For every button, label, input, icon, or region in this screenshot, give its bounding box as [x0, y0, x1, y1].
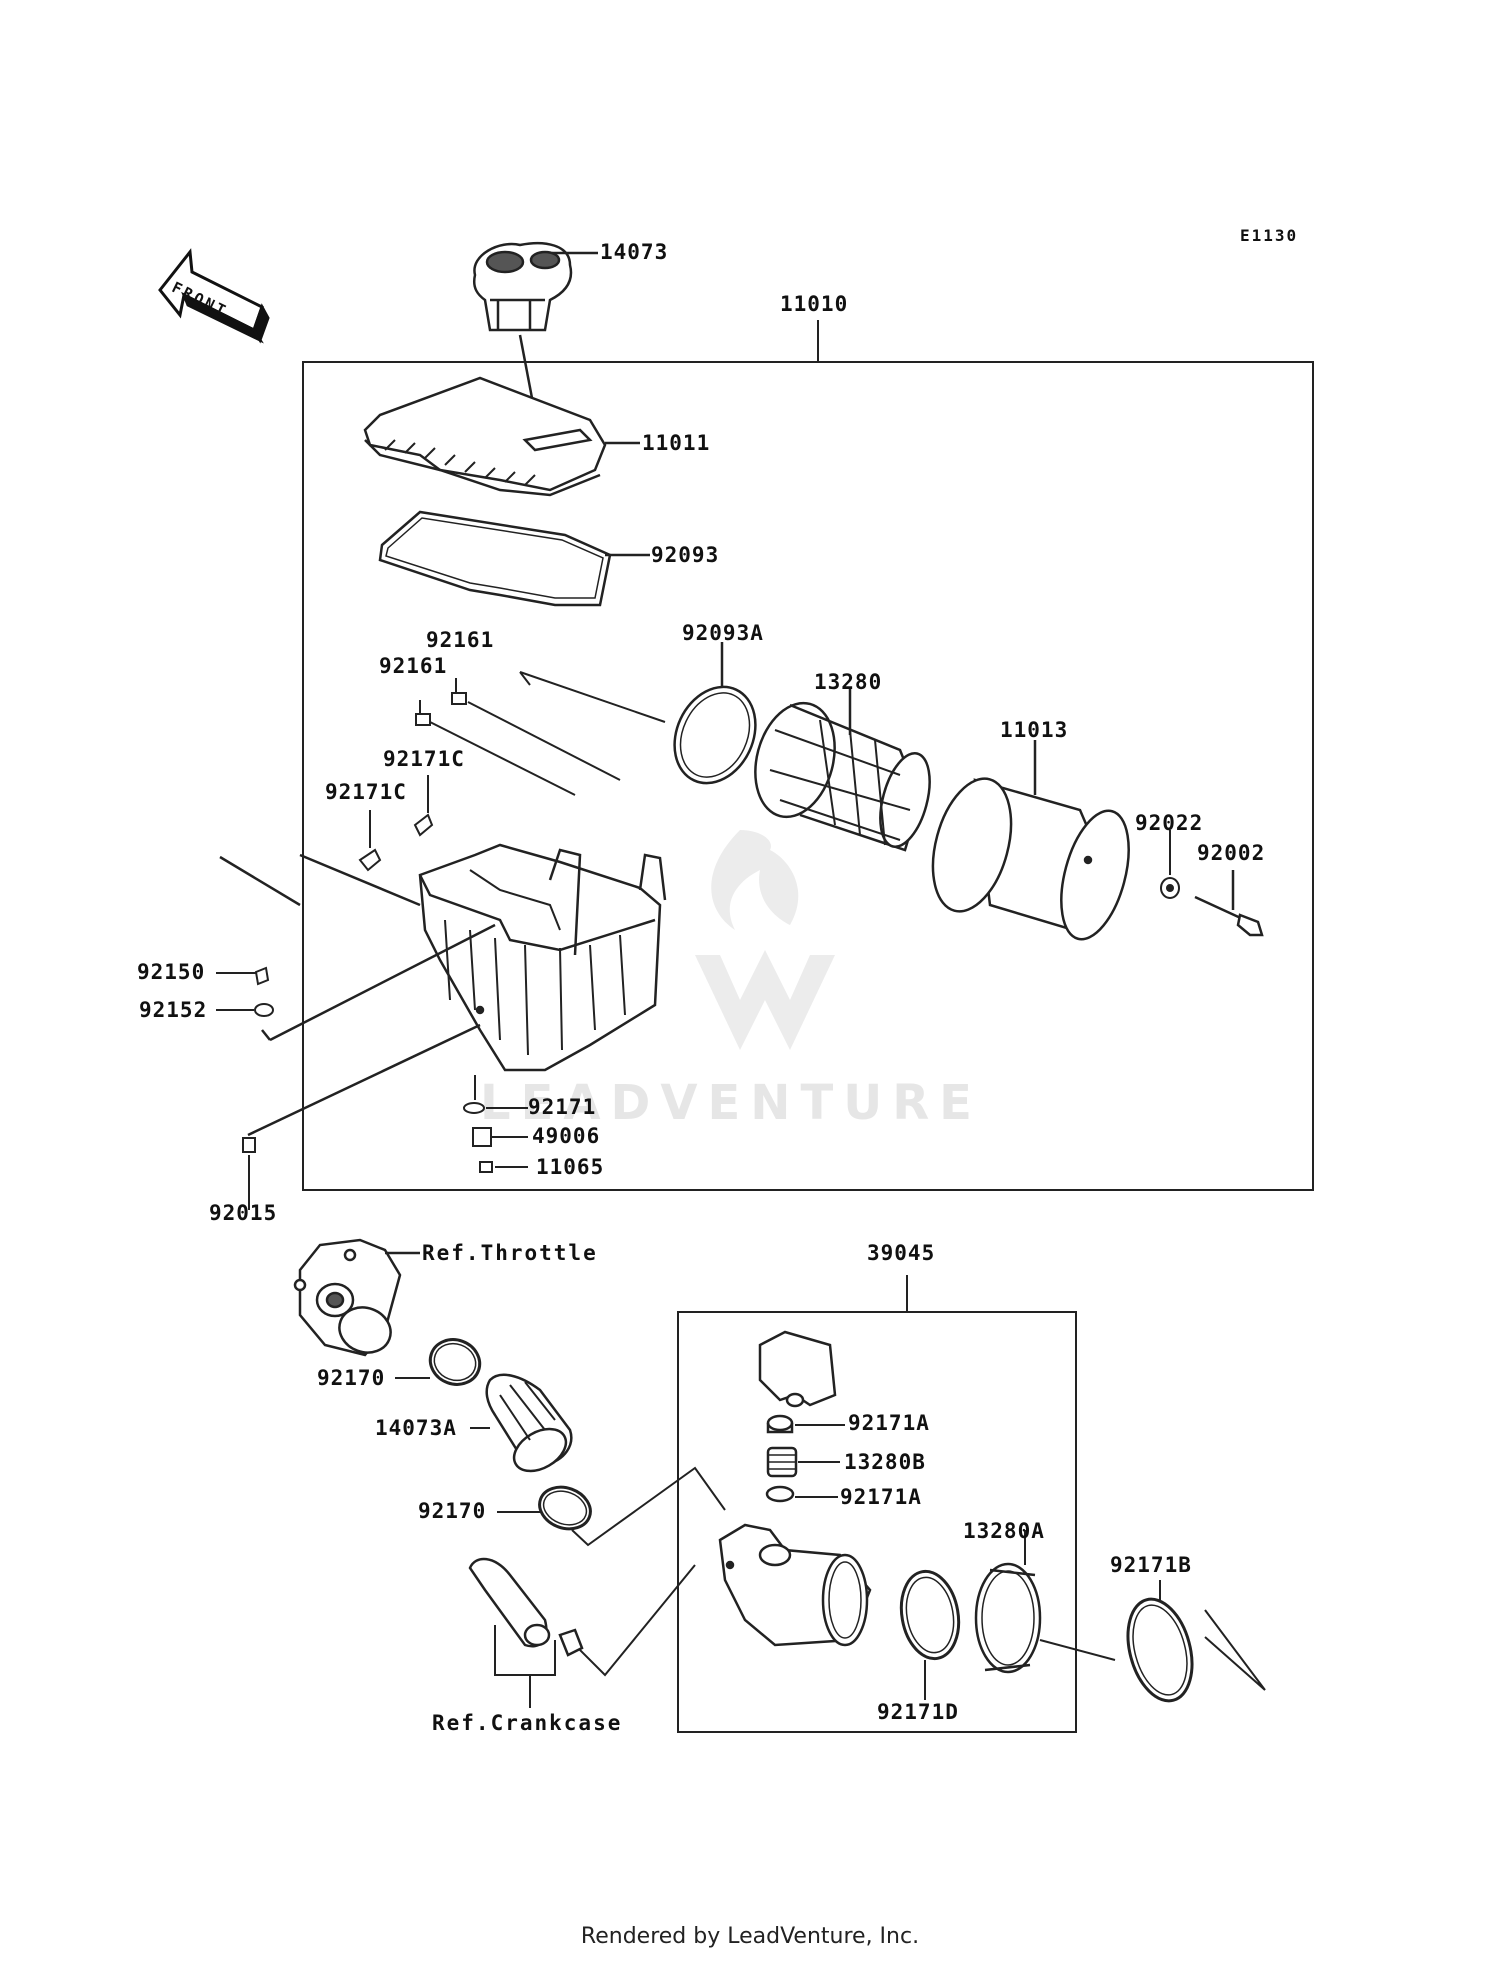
- box-11010: [302, 320, 1314, 1191]
- watermark-logo: [695, 830, 835, 1050]
- part-label-92152[interactable]: 92152: [139, 998, 208, 1022]
- clips-92161: [415, 671, 666, 796]
- part-label-92015[interactable]: 92015: [209, 1201, 278, 1225]
- part-label-92171D[interactable]: 92171D: [877, 1700, 959, 1724]
- throttle-body: [293, 1238, 420, 1357]
- clamp-92171D: [899, 1569, 961, 1700]
- part-label-11065[interactable]: 11065: [536, 1155, 605, 1179]
- part-label-92022[interactable]: 92022: [1135, 811, 1204, 835]
- part-label-92171C-a[interactable]: 92171C: [383, 747, 465, 771]
- gasket-92093: [378, 510, 650, 607]
- footer-credit: Rendered by LeadVenture, Inc.: [580, 1924, 920, 1949]
- part-label-92161-b[interactable]: 92161: [379, 654, 448, 678]
- washer-92022: [1160, 830, 1180, 899]
- part-label-92093[interactable]: 92093: [651, 543, 720, 567]
- part-label-14073A[interactable]: 14073A: [375, 1416, 457, 1440]
- part-label-92170-b[interactable]: 92170: [418, 1499, 487, 1523]
- part-label-14073[interactable]: 14073: [600, 240, 669, 264]
- part-label-11011[interactable]: 11011: [642, 431, 711, 455]
- duct-14073: [473, 241, 598, 441]
- resonator-parts: [718, 1330, 872, 1647]
- ref-crankcase-label[interactable]: Ref.Crankcase: [432, 1711, 623, 1735]
- airbox-body: [219, 843, 667, 1137]
- cover-11011: [363, 376, 640, 497]
- duct-13280A: [974, 1530, 1116, 1674]
- cage-13280: [754, 688, 931, 852]
- part-label-13280[interactable]: 13280: [814, 670, 883, 694]
- part-label-49006[interactable]: 49006: [532, 1124, 601, 1148]
- crankcase-hose: [468, 1557, 696, 1708]
- clamp-92171B: [1126, 1580, 1266, 1703]
- part-label-92171A-a[interactable]: 92171A: [848, 1411, 930, 1435]
- part-label-92093A[interactable]: 92093A: [682, 621, 764, 645]
- part-label-92002[interactable]: 92002: [1197, 841, 1266, 865]
- small-parts-bottom: [463, 1075, 528, 1173]
- bolt-92002: [1194, 870, 1264, 937]
- part-label-92161-a[interactable]: 92161: [426, 628, 495, 652]
- part-label-13280A[interactable]: 13280A: [963, 1519, 1045, 1543]
- clamp-92170-upper: [395, 1338, 482, 1386]
- clips-92171C: [358, 775, 434, 872]
- part-92015: [242, 1137, 256, 1210]
- part-label-13280B[interactable]: 13280B: [844, 1450, 926, 1474]
- filter-11013: [931, 740, 1130, 941]
- part-label-92171[interactable]: 92171: [528, 1095, 597, 1119]
- clamp-92170-lower: [497, 1466, 726, 1547]
- front-arrow-icon: [158, 248, 270, 344]
- ref-throttle-label[interactable]: Ref.Throttle: [422, 1241, 598, 1265]
- part-label-92171B[interactable]: 92171B: [1110, 1553, 1192, 1577]
- part-label-39045[interactable]: 39045: [867, 1241, 936, 1265]
- ring-92093A: [673, 642, 757, 785]
- part-label-92171A-b[interactable]: 92171A: [840, 1485, 922, 1509]
- screw-92150-washer-92152: [216, 966, 274, 1017]
- part-label-92171C-b[interactable]: 92171C: [325, 780, 407, 804]
- boot-14073A: [470, 1373, 573, 1473]
- diagram-code: E1130: [1240, 226, 1299, 245]
- part-label-92170-a[interactable]: 92170: [317, 1366, 386, 1390]
- watermark-text: LEADVENTURE: [480, 1075, 982, 1131]
- part-label-92150[interactable]: 92150: [137, 960, 206, 984]
- part-label-11010[interactable]: 11010: [780, 292, 849, 316]
- box-39045: [677, 1275, 1077, 1733]
- part-label-11013[interactable]: 11013: [1000, 718, 1069, 742]
